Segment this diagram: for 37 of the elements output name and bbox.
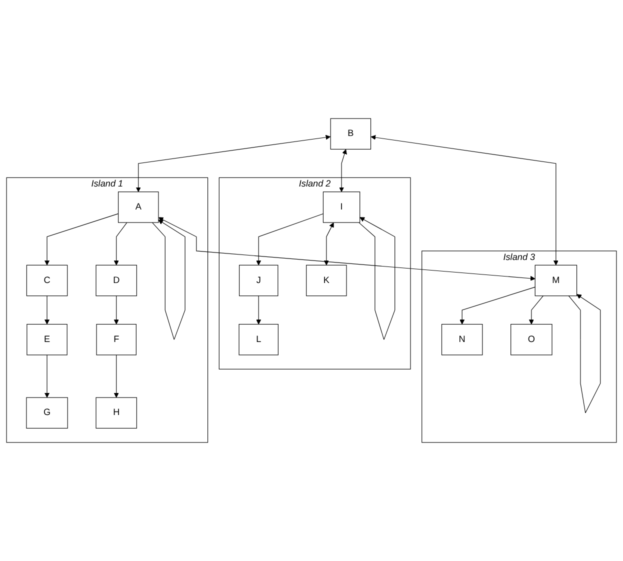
arrow [152,220,186,340]
cluster [218,177,411,370]
arrow [44,213,119,266]
node-box [118,192,159,223]
node-box [330,118,372,150]
cluster [422,250,617,443]
diagram: Island 1 Island 2 Island 3 B A C D E F G H I J K L M N O [2,114,621,447]
node-box [322,192,360,223]
arrow [114,354,119,398]
arrow [114,222,128,266]
node-box [26,264,68,296]
node-box [238,324,278,356]
arrow [44,354,50,398]
arrow [324,222,334,266]
arrow [44,296,50,324]
node-box [96,397,137,429]
node-box [306,264,347,296]
arrow [136,134,331,192]
arrow [339,149,347,192]
node-box [534,264,578,296]
arrow [358,217,396,340]
arrow [114,296,119,324]
node-box [96,324,136,356]
arrow [256,213,324,266]
arrow [158,217,536,281]
node-box [96,264,137,296]
node-box [239,264,278,296]
node-box [441,324,483,356]
arrow [256,296,262,324]
arrow [370,134,558,266]
arrow [528,296,544,324]
cluster [6,177,208,443]
node-box [510,324,552,356]
arrow [460,286,536,324]
node-box [26,397,68,429]
arrow [568,294,601,414]
node-box [26,324,68,356]
